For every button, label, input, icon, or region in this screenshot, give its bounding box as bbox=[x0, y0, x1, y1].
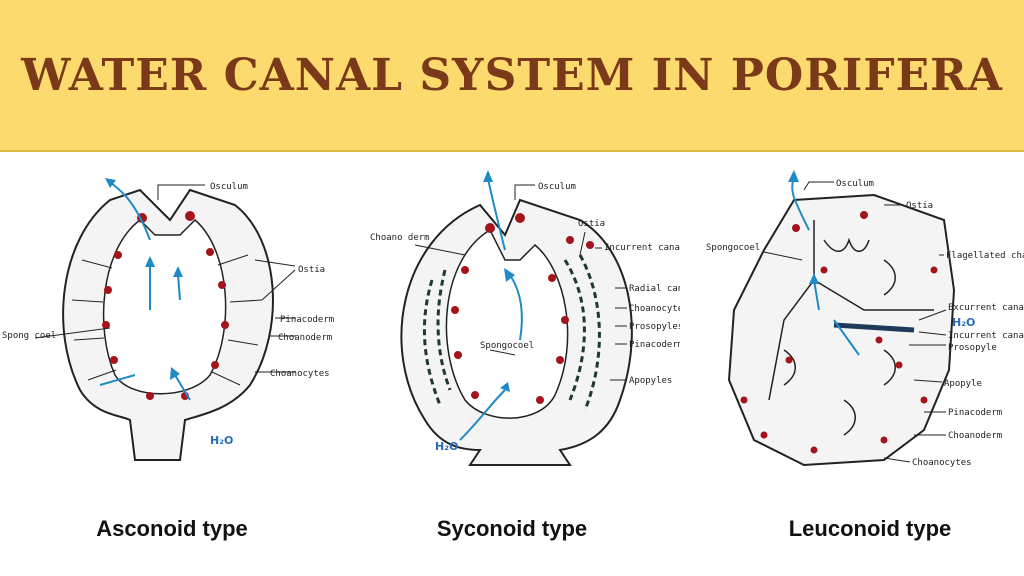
syconoid-label-radial: Radial canal bbox=[629, 284, 680, 294]
syconoid-label-apopyles: Apopyles bbox=[629, 376, 672, 386]
leuconoid-label-incurrent: Incurrent canal bbox=[948, 331, 1024, 341]
syconoid-label-pinacoderm: Pinacoderm bbox=[629, 340, 680, 350]
leuconoid-canals bbox=[768, 220, 934, 436]
page-title: WATER CANAL SYSTEM IN PORIFERA bbox=[21, 49, 1003, 101]
syconoid-pointers bbox=[414, 184, 627, 381]
leuconoid-pointers bbox=[763, 181, 947, 463]
syconoid-spongocoel bbox=[445, 228, 569, 419]
leuconoid-caption: Leuconoid type bbox=[788, 516, 952, 541]
syconoid-label-ostia: Ostia bbox=[578, 219, 605, 229]
leuconoid-water-arrows bbox=[788, 170, 860, 356]
asconoid-label-pinacoderm: Pinacoderm bbox=[280, 315, 334, 325]
asconoid-label-choanocytes: Choanocytes bbox=[270, 369, 330, 379]
leuconoid-label-spongocoel: Spongocoel bbox=[706, 243, 760, 253]
syconoid-label-choanoderm: Choano derm bbox=[370, 233, 430, 243]
asconoid-pointers bbox=[34, 184, 296, 373]
syconoid-svg: Osculum Ostia Choano derm Incurrent cana… bbox=[370, 170, 694, 466]
leuconoid-label-ostia: Ostia bbox=[906, 201, 933, 211]
asconoid-water-arrows bbox=[99, 178, 191, 401]
leuconoid-label-choanocytes: Choanocytes bbox=[912, 458, 972, 468]
syconoid-label-spongocoel: Spongocoel bbox=[480, 341, 534, 351]
syconoid-label-osculum: Osculum bbox=[538, 182, 576, 192]
syconoid-label-incurrent: Incurrent canal bbox=[604, 243, 680, 253]
syconoid-label-h2o: H₂O bbox=[435, 440, 458, 453]
syconoid-label-choanocytes: Choanocytes bbox=[629, 304, 680, 314]
leuconoid-excurrent-canal bbox=[833, 322, 915, 333]
syconoid-diagram: Osculum Ostia Choano derm Incurrent cana… bbox=[340, 160, 694, 480]
leuconoid-choanocytes bbox=[740, 211, 938, 454]
asconoid-label-ostia: Ostia bbox=[298, 265, 325, 275]
leuconoid-label-prosopyle: Prosopyle bbox=[948, 343, 997, 353]
leuconoid-label-osculum: Osculum bbox=[836, 179, 874, 189]
leuconoid-diagram: Osculum Ostia Spongocoel Flagellated cha… bbox=[684, 160, 1024, 480]
asconoid-caption: Asconoid type bbox=[96, 516, 248, 541]
asconoid-label-choanoderm: Choanoderm bbox=[278, 333, 332, 343]
leuconoid-label-apopyle: Apopyle bbox=[944, 379, 982, 389]
leuconoid-svg: Osculum Ostia Spongocoel Flagellated cha… bbox=[706, 170, 1024, 468]
asconoid-label-h2o: H₂O bbox=[210, 434, 233, 447]
syconoid-radial-canals bbox=[422, 254, 601, 411]
asconoid-label-spongocoel: Spong coel bbox=[2, 331, 56, 341]
syconoid-water-arrows bbox=[459, 170, 523, 441]
leuconoid-label-h2o: H₂O bbox=[952, 316, 975, 329]
syconoid-label-prosopyles: Prosopyles bbox=[629, 322, 680, 332]
asconoid-label-osculum: Osculum bbox=[210, 182, 248, 192]
asconoid-ostia-lines bbox=[71, 254, 263, 386]
leuconoid-label-flagellated: Flagellated chamber bbox=[946, 251, 1024, 261]
title-banner: WATER CANAL SYSTEM IN PORIFERA bbox=[0, 0, 1024, 152]
syconoid-caption: Syconoid type bbox=[436, 516, 588, 541]
syconoid-choanocytes bbox=[451, 213, 594, 404]
asconoid-svg: Osculum Ostia Pinacoderm Choanoderm Choa… bbox=[2, 178, 334, 461]
asconoid-diagram: Osculum Ostia Pinacoderm Choanoderm Choa… bbox=[0, 160, 340, 480]
leuconoid-label-pinacoderm: Pinacoderm bbox=[948, 408, 1002, 418]
leuconoid-label-choanoderm: Choanoderm bbox=[948, 431, 1002, 441]
leuconoid-label-excurrent: Excurrent canal bbox=[948, 303, 1024, 313]
asconoid-spongocoel bbox=[102, 218, 227, 395]
